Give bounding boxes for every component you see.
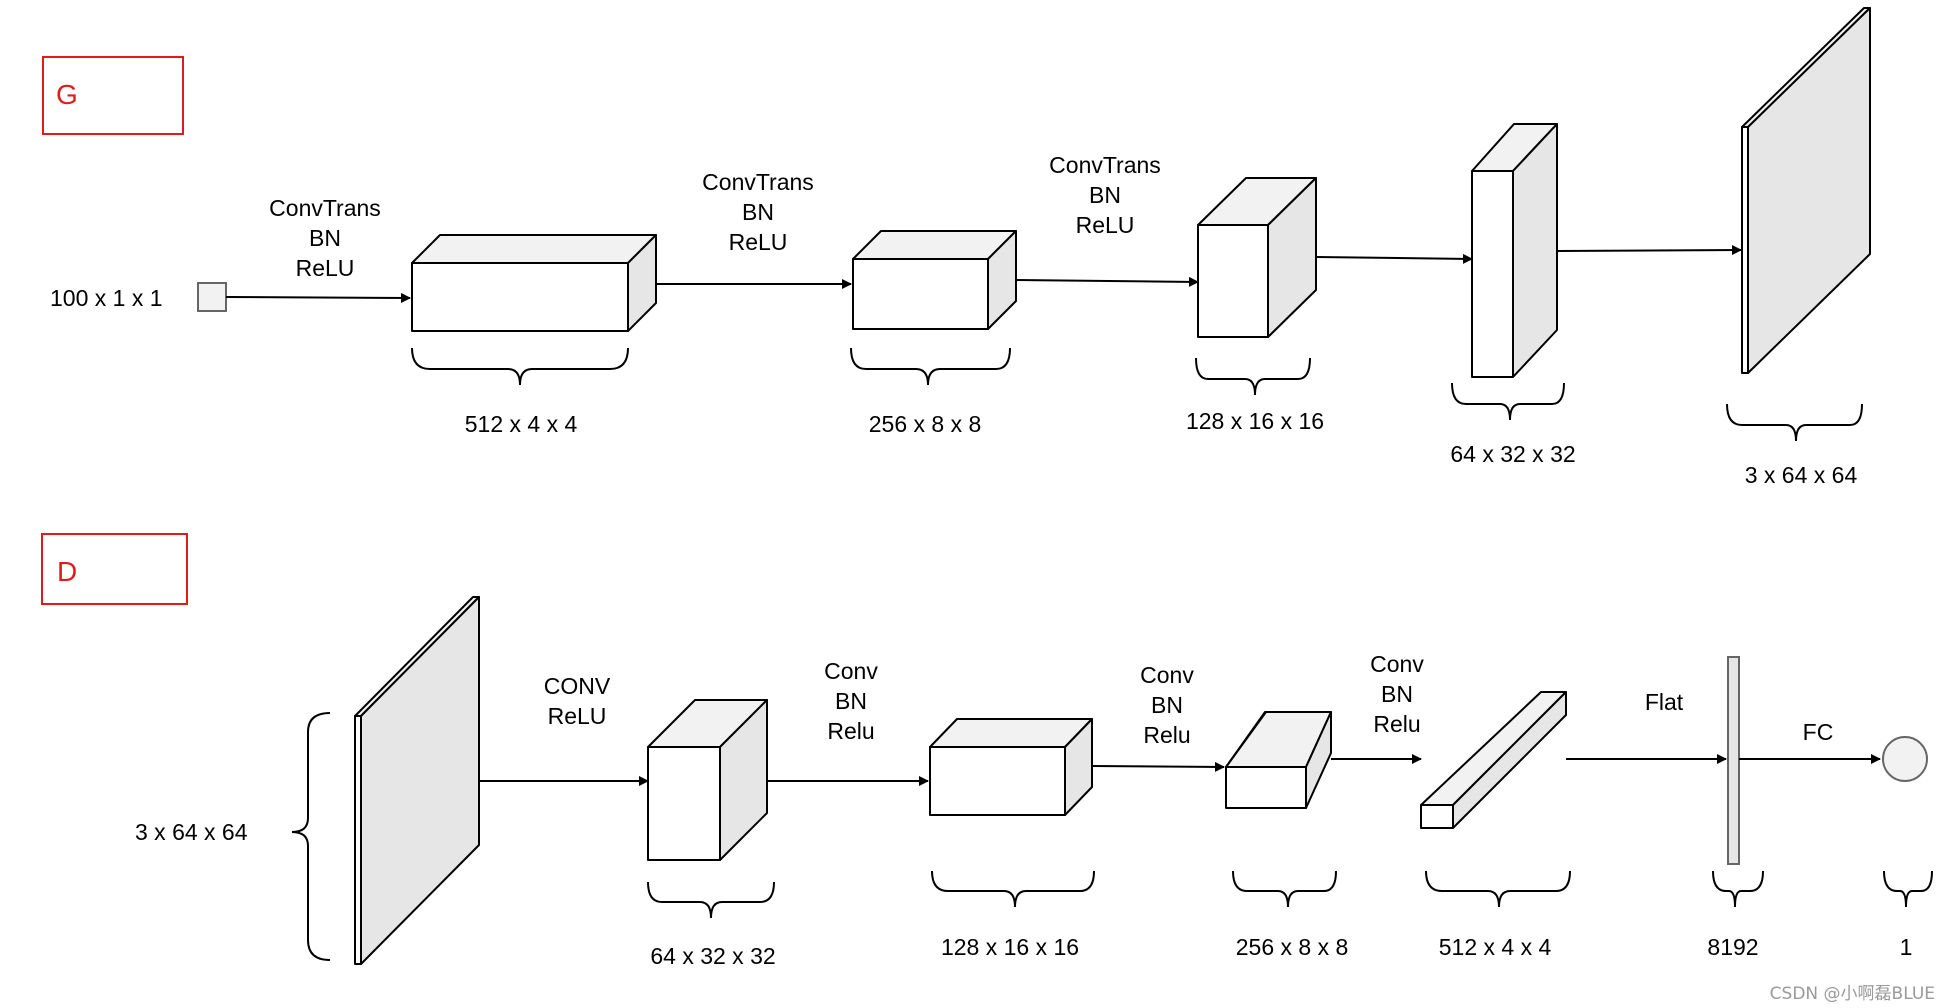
discriminator-shape-2: 128 x 16 x 16 (941, 934, 1079, 960)
discriminator-step-3-ops: Conv BN Relu (1140, 662, 1194, 748)
discriminator-step-4-op-2: BN (1381, 681, 1413, 707)
discriminator-step-3-op-3: Relu (1143, 722, 1190, 748)
generator-block-512x4x4 (411, 234, 657, 332)
discriminator-shape-5: 8192 (1707, 934, 1758, 960)
discriminator-block-256x8x8 (1225, 711, 1332, 809)
discriminator-step-1-op-2: ReLU (548, 703, 607, 729)
generator-edge-3 (1015, 276, 1199, 287)
discriminator-step-2-ops: Conv BN Relu (824, 658, 878, 744)
generator-edge-1 (225, 292, 411, 303)
generator-step-3-op-1: ConvTrans (1049, 152, 1161, 178)
generator-step-1-ops: ConvTrans BN ReLU (269, 195, 381, 281)
discriminator-edge-3 (1091, 761, 1225, 772)
discriminator-block-512x4x4 (1420, 691, 1567, 829)
generator-section: G 100 x 1 x 1 ConvTrans BN ReLU ConvTran… (42, 7, 1871, 488)
generator-block-3x64x64 (1741, 7, 1871, 374)
discriminator-brace-5 (1712, 870, 1764, 908)
generator-step-3-ops: ConvTrans BN ReLU (1049, 152, 1161, 238)
generator-edge-5 (1556, 245, 1742, 256)
generator-step-2-op-3: ReLU (729, 229, 788, 255)
discriminator-step-4-op-1: Conv (1370, 651, 1424, 677)
discriminator-step-2-op-1: Conv (824, 658, 878, 684)
discriminator-output-node (1882, 736, 1928, 782)
discriminator-step-1-ops: CONV ReLU (544, 673, 611, 729)
generator-brace-5 (1726, 403, 1863, 442)
generator-label-box (42, 56, 184, 135)
generator-brace-4 (1451, 382, 1565, 421)
generator-shape-1: 512 x 4 x 4 (465, 411, 578, 437)
discriminator-brace-2 (931, 870, 1095, 908)
discriminator-step-1-op-1: CONV (544, 673, 611, 699)
discriminator-block-128x16x16 (929, 718, 1093, 816)
discriminator-shape-3: 256 x 8 x 8 (1236, 934, 1349, 960)
generator-step-3-op-2: BN (1089, 182, 1121, 208)
discriminator-brace-3 (1232, 870, 1337, 908)
generator-shape-2: 256 x 8 x 8 (869, 411, 982, 437)
discriminator-input-label: 3 x 64 x 64 (135, 819, 248, 845)
discriminator-brace-4 (1425, 870, 1571, 908)
discriminator-label: D (57, 556, 77, 587)
watermark-text: CSDN @小啊磊BLUE (1770, 984, 1935, 1004)
generator-step-2-op-1: ConvTrans (702, 169, 814, 195)
generator-shape-4: 64 x 32 x 32 (1450, 441, 1575, 467)
discriminator-shape-4: 512 x 4 x 4 (1439, 934, 1552, 960)
discriminator-label-box (41, 533, 188, 605)
generator-step-1-op-3: ReLU (296, 255, 355, 281)
discriminator-block-3x64x64 (354, 596, 480, 965)
generator-brace-3 (1195, 357, 1311, 396)
discriminator-step-4-ops: Conv BN Relu (1370, 651, 1424, 737)
discriminator-brace-6 (1883, 870, 1933, 908)
generator-block-128x16x16 (1197, 177, 1317, 338)
discriminator-block-64x32x32 (647, 699, 768, 861)
generator-step-2-ops: ConvTrans BN ReLU (702, 169, 814, 255)
discriminator-step-3-op-1: Conv (1140, 662, 1194, 688)
generator-brace-1 (411, 347, 629, 386)
generator-block-64x32x32 (1471, 123, 1558, 378)
discriminator-brace-1 (647, 881, 775, 919)
discriminator-section: D 3 x 64 x 64 CONV ReLU Conv BN Relu Con… (41, 533, 1933, 969)
generator-label: G (56, 79, 78, 110)
generator-edge-4 (1315, 253, 1473, 264)
generator-input-label: 100 x 1 x 1 (50, 285, 163, 311)
discriminator-step-2-op-2: BN (835, 688, 867, 714)
discriminator-flat-vector (1727, 656, 1740, 865)
generator-step-3-op-3: ReLU (1076, 212, 1135, 238)
generator-input-node (197, 282, 227, 312)
generator-step-2-op-2: BN (742, 199, 774, 225)
generator-brace-2 (850, 347, 1011, 386)
discriminator-input-brace (291, 712, 331, 961)
generator-shape-5: 3 x 64 x 64 (1745, 462, 1858, 488)
generator-block-256x8x8 (852, 230, 1017, 330)
generator-step-1-op-2: BN (309, 225, 341, 251)
generator-shape-3: 128 x 16 x 16 (1186, 408, 1324, 434)
discriminator-step-6-op: FC (1803, 719, 1834, 745)
discriminator-step-4-op-3: Relu (1373, 711, 1420, 737)
generator-step-1-op-1: ConvTrans (269, 195, 381, 221)
discriminator-step-3-op-2: BN (1151, 692, 1183, 718)
discriminator-step-2-op-3: Relu (827, 718, 874, 744)
discriminator-shape-1: 64 x 32 x 32 (650, 943, 775, 969)
discriminator-step-5-op: Flat (1645, 689, 1684, 715)
discriminator-shape-6: 1 (1900, 934, 1913, 960)
